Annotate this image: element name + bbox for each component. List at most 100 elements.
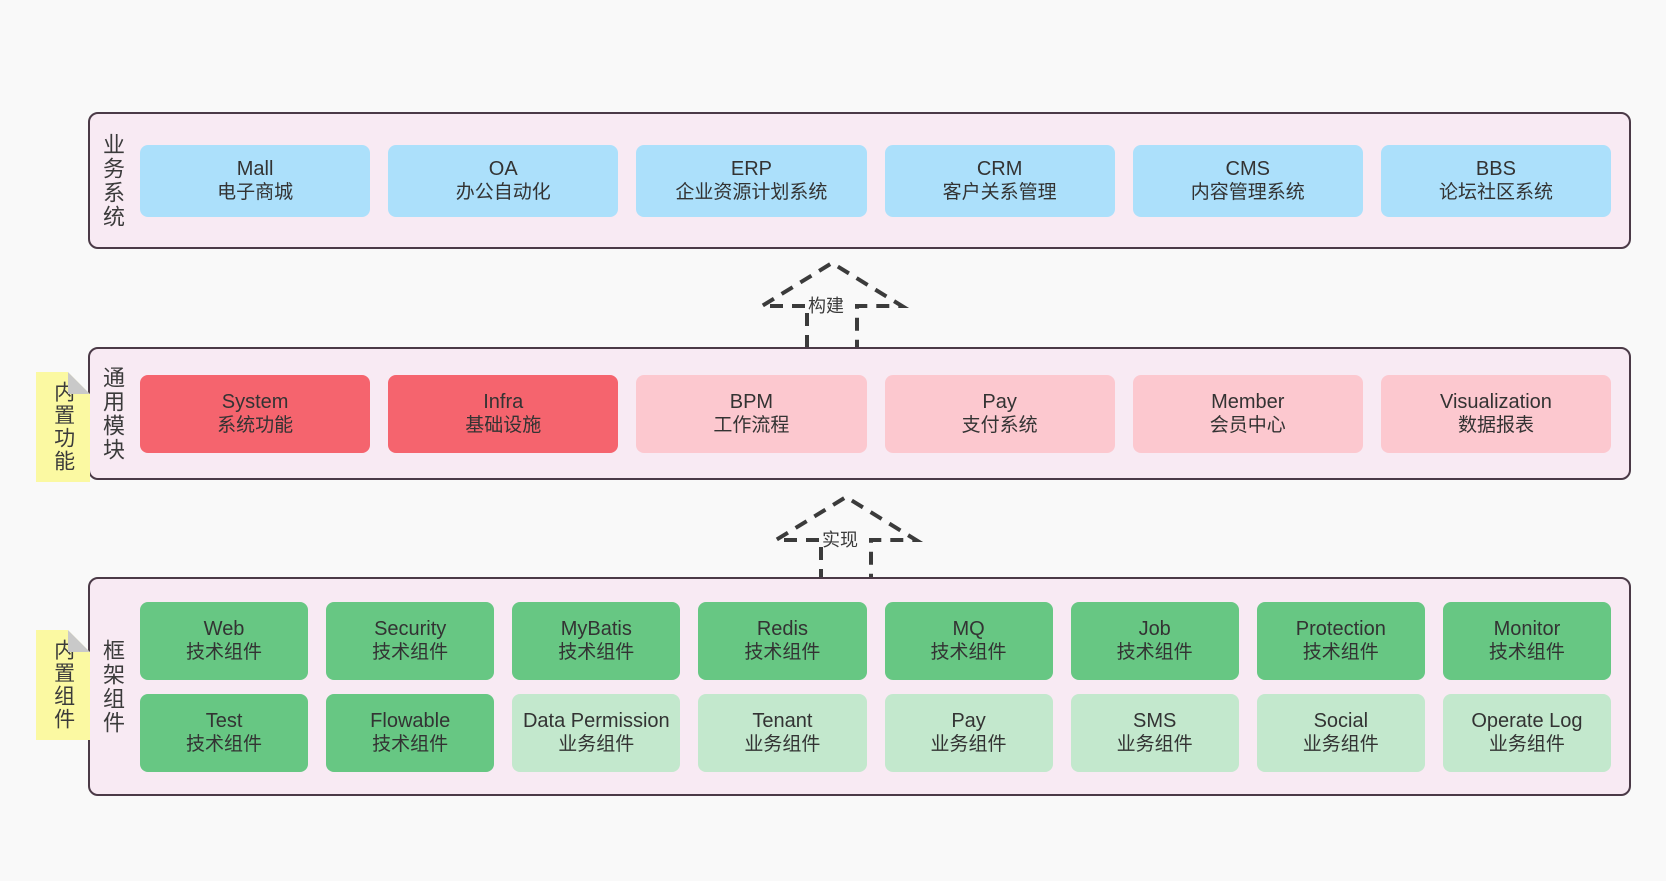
card-title-en: Test bbox=[205, 709, 243, 732]
note-fold-corner-icon bbox=[68, 372, 90, 394]
card-title-cn: 论坛社区系统 bbox=[1438, 182, 1553, 204]
card-erp[interactable]: ERP 企业资源计划系统 bbox=[636, 144, 867, 217]
arrow-label-build: 构建 bbox=[808, 296, 844, 316]
card-member[interactable]: Member 会员中心 bbox=[1132, 374, 1363, 453]
card-job[interactable]: Job 技术组件 bbox=[1070, 601, 1239, 680]
card-visualization[interactable]: Visualization 数据报表 bbox=[1380, 374, 1612, 453]
layer-business-system: 业务系统 Mall 电子商城 OA 办公自动化 ERP 企业资源计划系统 CRM… bbox=[88, 112, 1631, 249]
layer-title-framework-component: 框架组件 bbox=[99, 638, 125, 735]
card-title-cn: 数据报表 bbox=[1457, 415, 1534, 437]
card-bpm[interactable]: BPM 工作流程 bbox=[636, 374, 867, 453]
card-title-cn: 业务组件 bbox=[1116, 734, 1193, 756]
card-title-cn: 内容管理系统 bbox=[1190, 182, 1305, 204]
layer-body-common-module: System 系统功能 Infra 基础设施 BPM 工作流程 Pay 支付系统… bbox=[134, 349, 1629, 478]
card-title-en: Member bbox=[1211, 390, 1285, 413]
card-mq[interactable]: MQ 技术组件 bbox=[884, 601, 1053, 680]
card-title-en: MyBatis bbox=[560, 617, 632, 640]
note-label: 内置功能 bbox=[51, 381, 75, 473]
card-title-cn: 业务组件 bbox=[558, 734, 635, 756]
card-pay-business[interactable]: Pay 业务组件 bbox=[884, 693, 1053, 772]
card-sms[interactable]: SMS 业务组件 bbox=[1070, 693, 1239, 772]
card-title-en: BPM bbox=[729, 390, 774, 413]
card-title-cn: 客户关系管理 bbox=[942, 182, 1057, 204]
card-title-en: Web bbox=[203, 617, 245, 640]
card-title-cn: 办公自动化 bbox=[455, 182, 551, 204]
card-pay[interactable]: Pay 支付系统 bbox=[884, 374, 1115, 453]
card-bbs[interactable]: BBS 论坛社区系统 bbox=[1380, 144, 1612, 217]
card-title-en: Data Permission bbox=[522, 709, 670, 732]
card-title-cn: 基础设施 bbox=[465, 415, 542, 437]
layer-title-common-module: 通用模块 bbox=[99, 365, 125, 462]
card-monitor[interactable]: Monitor 技术组件 bbox=[1442, 601, 1611, 680]
card-flowable[interactable]: Flowable 技术组件 bbox=[326, 693, 495, 772]
card-title-en: Job bbox=[1138, 617, 1171, 640]
card-test[interactable]: Test 技术组件 bbox=[140, 693, 309, 772]
card-title-en: BBS bbox=[1475, 157, 1516, 180]
card-title-en: Operate Log bbox=[1471, 709, 1583, 732]
card-data-permission[interactable]: Data Permission 业务组件 bbox=[512, 693, 681, 772]
dashed-hollow-arrow-icon bbox=[768, 494, 924, 582]
card-title-cn: 工作流程 bbox=[713, 415, 790, 437]
layer-common-module: 通用模块 System 系统功能 Infra 基础设施 BPM 工作流程 Pay… bbox=[88, 347, 1631, 480]
card-title-en: Security bbox=[374, 617, 447, 640]
card-cms[interactable]: CMS 内容管理系统 bbox=[1132, 144, 1363, 217]
card-title-cn: 技术组件 bbox=[186, 734, 263, 756]
card-title-cn: 技术组件 bbox=[372, 642, 449, 664]
card-title-en: Pay bbox=[951, 709, 986, 732]
card-title-en: Pay bbox=[982, 390, 1017, 413]
card-web[interactable]: Web 技术组件 bbox=[140, 601, 309, 680]
card-title-en: Redis bbox=[756, 617, 808, 640]
card-title-cn: 支付系统 bbox=[961, 415, 1038, 437]
card-title-cn: 技术组件 bbox=[558, 642, 635, 664]
card-tenant[interactable]: Tenant 业务组件 bbox=[698, 693, 867, 772]
card-title-en: Flowable bbox=[370, 709, 451, 732]
card-title-cn: 技术组件 bbox=[930, 642, 1007, 664]
card-title-en: Mall bbox=[236, 157, 274, 180]
card-title-en: Infra bbox=[483, 390, 524, 413]
card-title-en: Protection bbox=[1295, 617, 1386, 640]
card-row: Test 技术组件 Flowable 技术组件 Data Permission … bbox=[140, 693, 1611, 772]
layer-title-business-system: 业务系统 bbox=[99, 132, 125, 229]
card-security[interactable]: Security 技术组件 bbox=[326, 601, 495, 680]
layer-framework-component: 框架组件 Web 技术组件 Security 技术组件 MyBatis 技术组件… bbox=[88, 577, 1631, 796]
card-title-cn: 系统功能 bbox=[217, 415, 294, 437]
card-title-cn: 业务组件 bbox=[1488, 734, 1565, 756]
card-protection[interactable]: Protection 技术组件 bbox=[1256, 601, 1425, 680]
card-title-en: CMS bbox=[1225, 157, 1270, 180]
card-title-cn: 技术组件 bbox=[372, 734, 449, 756]
card-title-en: SMS bbox=[1133, 709, 1177, 732]
card-row: System 系统功能 Infra 基础设施 BPM 工作流程 Pay 支付系统… bbox=[140, 374, 1612, 453]
card-title-en: System bbox=[221, 390, 289, 413]
card-title-en: Visualization bbox=[1439, 390, 1552, 413]
card-title-en: Social bbox=[1313, 709, 1369, 732]
card-row: Mall 电子商城 OA 办公自动化 ERP 企业资源计划系统 CRM 客户关系… bbox=[140, 144, 1612, 217]
card-crm[interactable]: CRM 客户关系管理 bbox=[884, 144, 1115, 217]
card-title-cn: 电子商城 bbox=[217, 182, 294, 204]
card-title-en: Tenant bbox=[752, 709, 813, 732]
card-social[interactable]: Social 业务组件 bbox=[1256, 693, 1425, 772]
card-title-en: OA bbox=[488, 157, 518, 180]
dashed-hollow-arrow-icon bbox=[754, 260, 910, 348]
card-title-cn: 技术组件 bbox=[1116, 642, 1193, 664]
card-title-cn: 企业资源计划系统 bbox=[675, 182, 828, 204]
card-oa[interactable]: OA 办公自动化 bbox=[388, 144, 619, 217]
note-fold-corner-icon bbox=[68, 630, 90, 652]
card-system[interactable]: System 系统功能 bbox=[140, 374, 371, 453]
card-title-en: ERP bbox=[730, 157, 772, 180]
card-mybatis[interactable]: MyBatis 技术组件 bbox=[512, 601, 681, 680]
arrow-implement: 实现 bbox=[766, 492, 926, 582]
layer-body-framework-component: Web 技术组件 Security 技术组件 MyBatis 技术组件 Redi… bbox=[134, 579, 1629, 794]
card-title-cn: 技术组件 bbox=[744, 642, 821, 664]
card-mall[interactable]: Mall 电子商城 bbox=[140, 144, 371, 217]
card-title-cn: 业务组件 bbox=[930, 734, 1007, 756]
note-builtin-function: 内置功能 bbox=[36, 372, 90, 482]
card-operate-log[interactable]: Operate Log 业务组件 bbox=[1442, 693, 1611, 772]
note-builtin-component: 内置组件 bbox=[36, 630, 90, 740]
card-infra[interactable]: Infra 基础设施 bbox=[388, 374, 619, 453]
card-redis[interactable]: Redis 技术组件 bbox=[698, 601, 867, 680]
card-title-cn: 技术组件 bbox=[1488, 642, 1565, 664]
card-title-cn: 技术组件 bbox=[186, 642, 263, 664]
card-title-cn: 技术组件 bbox=[1302, 642, 1379, 664]
arrow-label-implement: 实现 bbox=[822, 530, 858, 550]
